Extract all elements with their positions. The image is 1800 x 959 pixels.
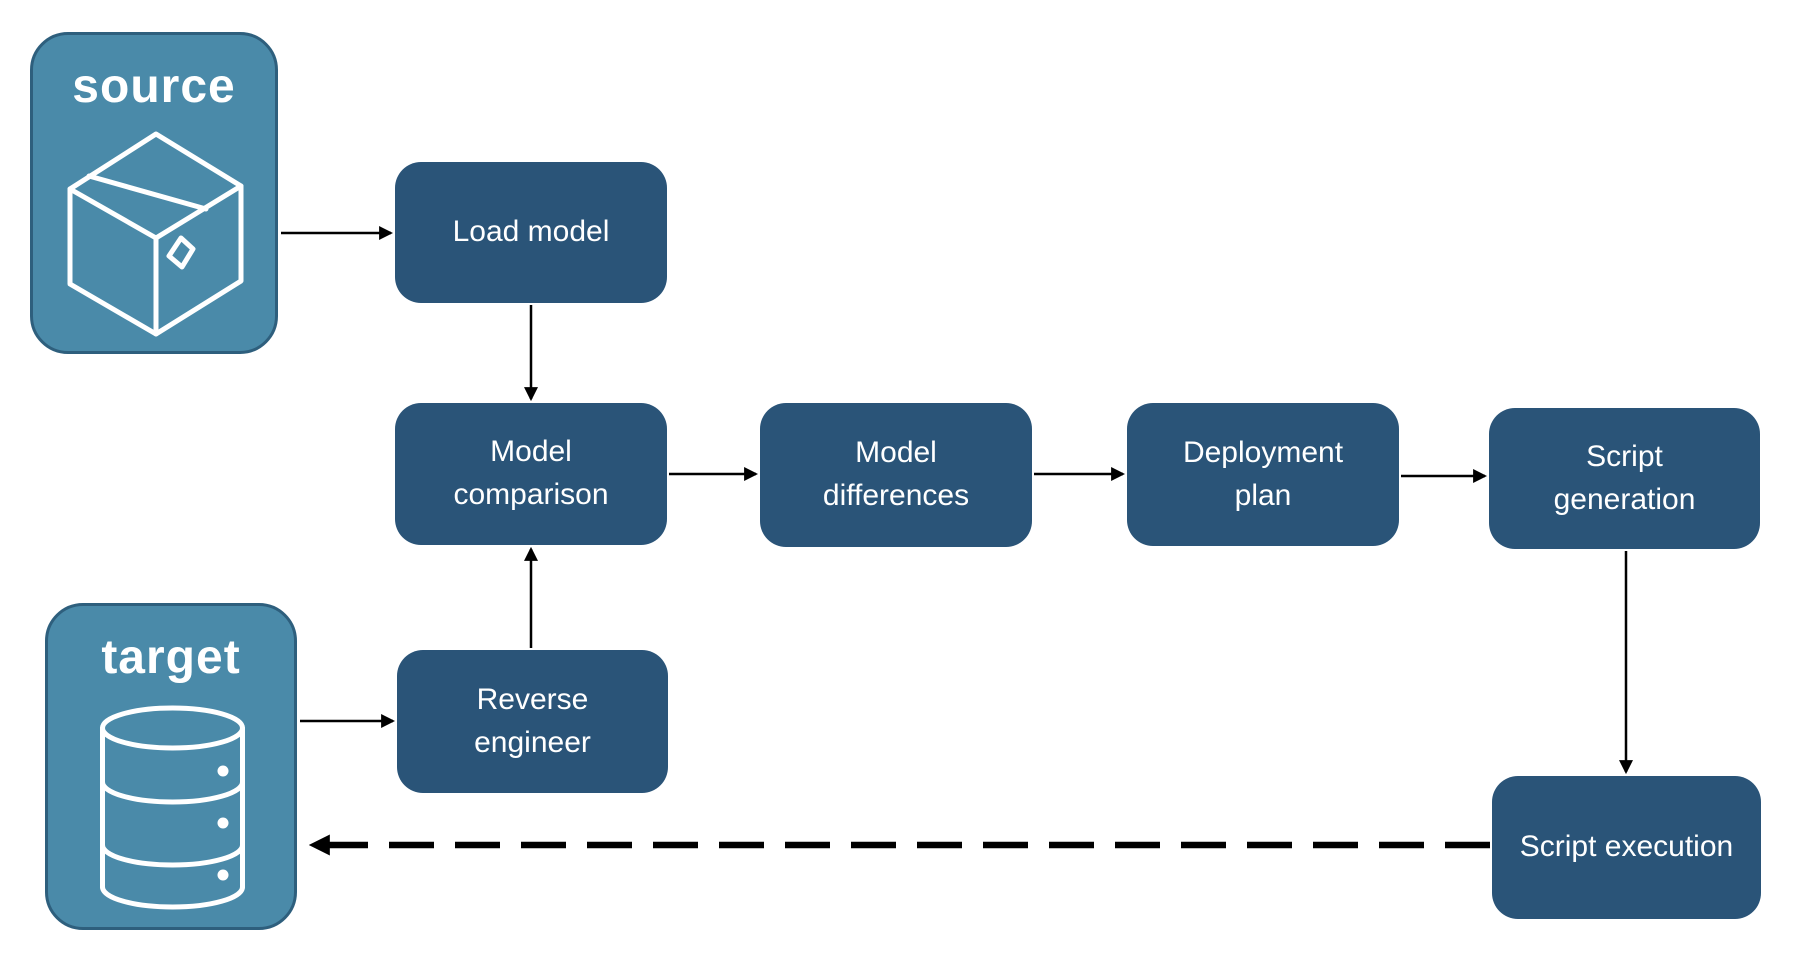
node-deployment-plan-label: Deployment plan <box>1182 435 1344 512</box>
node-script-execution-label: Script execution <box>1519 830 1734 864</box>
node-load-model: Load model <box>395 162 667 303</box>
node-script-generation-label: Script generation <box>1553 439 1696 516</box>
node-model-comparison-label: Model comparison <box>453 435 609 511</box>
package-icon <box>67 131 244 337</box>
node-script-generation: Script generation <box>1489 408 1760 549</box>
node-deployment-plan: Deployment plan <box>1127 403 1399 546</box>
node-script-execution: Script execution <box>1492 776 1761 919</box>
entity-target: target <box>45 603 297 930</box>
source-label: source <box>72 60 236 113</box>
database-icon <box>100 705 245 910</box>
node-reverse-engineer-label: Reverse engineer <box>474 682 591 759</box>
node-load-model-label: Load model <box>452 215 610 249</box>
node-reverse-engineer: Reverse engineer <box>397 650 668 793</box>
entity-source: source <box>30 32 278 354</box>
node-model-comparison: Model comparison <box>395 403 667 545</box>
target-label: target <box>101 631 241 684</box>
node-model-differences-label: Model differences <box>822 436 970 512</box>
node-model-differences: Model differences <box>760 403 1032 547</box>
